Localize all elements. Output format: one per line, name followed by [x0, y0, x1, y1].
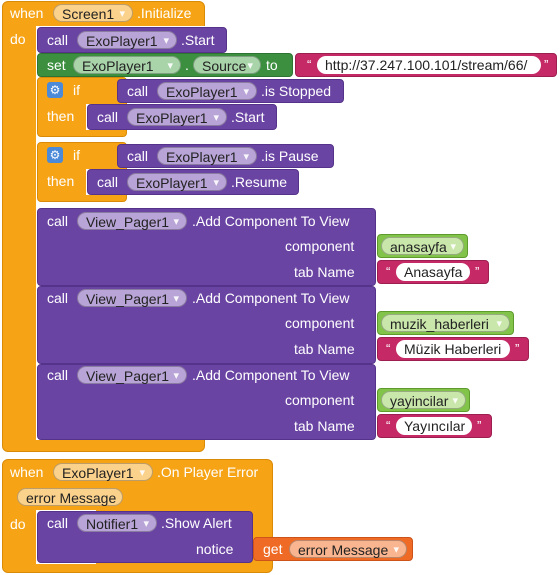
set-dot-label: .	[185, 57, 189, 73]
exoplayer1-event-dropdown[interactable]: ExoPlayer1	[53, 463, 153, 482]
call-keyword: call	[47, 32, 69, 48]
add-component-method-label: .Add Component To View	[192, 213, 350, 229]
view-pager1-dropdown[interactable]: View_Pager1	[77, 289, 187, 308]
url-text-field[interactable]: http://37.247.100.101/stream/66/	[317, 56, 541, 74]
when-keyword: when	[10, 5, 44, 21]
gear-icon[interactable]: ⚙	[47, 147, 63, 163]
call-keyword: call	[47, 290, 69, 306]
on-player-error-label: .On Player Error	[157, 464, 259, 480]
screen1-component-dropdown[interactable]: Screen1	[53, 4, 133, 23]
component-param-label: component	[285, 315, 355, 331]
notifier1-dropdown[interactable]: Notifier1	[77, 514, 157, 533]
call-keyword: call	[47, 515, 69, 531]
muzik-haberleri-text-field[interactable]: Müzik Haberleri	[396, 340, 510, 358]
component-param-label: component	[285, 238, 355, 254]
add-component-method-label: .Add Component To View	[192, 290, 350, 306]
show-alert-method-label: .Show Alert	[161, 515, 232, 531]
open-quote-icon: “	[386, 418, 391, 433]
call-keyword: call	[47, 213, 69, 229]
set-exoplayer1-dropdown[interactable]: ExoPlayer1	[73, 56, 181, 75]
error-message-param[interactable]: error Message	[17, 488, 123, 506]
is-stopped-method-label: .is Stopped	[261, 83, 332, 99]
exoplayer1-dropdown[interactable]: ExoPlayer1	[157, 82, 257, 101]
open-quote-icon: “	[386, 264, 391, 279]
tab-name-param-label: tab Name	[294, 264, 355, 280]
if-keyword: if	[73, 147, 80, 163]
call-keyword: call	[127, 148, 149, 164]
muzik-haberleri-dropdown[interactable]: muzik_haberleri	[381, 314, 510, 333]
call-keyword: call	[97, 174, 119, 190]
call-keyword: call	[97, 109, 119, 125]
component-param-label: component	[285, 392, 355, 408]
view-pager1-dropdown[interactable]: View_Pager1	[77, 212, 187, 231]
do-keyword: do	[10, 516, 26, 532]
tab-name-param-label: tab Name	[294, 341, 355, 357]
close-quote-icon: ”	[475, 264, 480, 279]
open-quote-icon: “	[386, 341, 391, 356]
get-keyword: get	[263, 541, 283, 557]
then-keyword: then	[47, 173, 75, 189]
call-keyword: call	[127, 83, 149, 99]
yayincilar-dropdown[interactable]: yayincilar	[381, 391, 466, 410]
show-alert-call-block[interactable]	[37, 511, 253, 563]
if-keyword: if	[73, 82, 80, 98]
start-method-label: .Start	[181, 32, 215, 48]
then-keyword: then	[47, 108, 75, 124]
to-keyword: to	[266, 57, 278, 73]
source-property-dropdown[interactable]: Source	[193, 56, 261, 75]
tab-name-param-label: tab Name	[294, 418, 355, 434]
open-quote-icon: “	[307, 57, 312, 72]
do-keyword: do	[10, 31, 26, 47]
set-keyword: set	[47, 57, 66, 73]
exoplayer1-dropdown[interactable]: ExoPlayer1	[77, 31, 177, 50]
anasayfa-text-field[interactable]: Anasayfa	[396, 263, 470, 281]
anasayfa-dropdown[interactable]: anasayfa	[381, 237, 464, 256]
close-quote-icon: ”	[544, 57, 549, 72]
resume-method-label: .Resume	[231, 174, 288, 190]
exoplayer1-dropdown[interactable]: ExoPlayer1	[157, 147, 257, 166]
yayincilar-text-field[interactable]: Yayıncılar	[396, 417, 472, 435]
call-keyword: call	[47, 367, 69, 383]
exoplayer1-dropdown[interactable]: ExoPlayer1	[127, 173, 227, 192]
when-keyword: when	[10, 464, 44, 480]
start-method-label: .Start	[231, 109, 265, 125]
exoplayer1-dropdown[interactable]: ExoPlayer1	[127, 108, 227, 127]
gear-icon[interactable]: ⚙	[47, 82, 63, 98]
view-pager1-dropdown[interactable]: View_Pager1	[77, 366, 187, 385]
close-quote-icon: ”	[515, 341, 520, 356]
close-quote-icon: ”	[477, 418, 482, 433]
is-pause-method-label: .is Pause	[261, 148, 319, 164]
notice-param-label: notice	[196, 541, 234, 557]
add-component-method-label: .Add Component To View	[192, 367, 350, 383]
initialize-event-label: .Initialize	[137, 5, 192, 21]
error-message-variable-dropdown[interactable]: error Message	[289, 540, 407, 559]
